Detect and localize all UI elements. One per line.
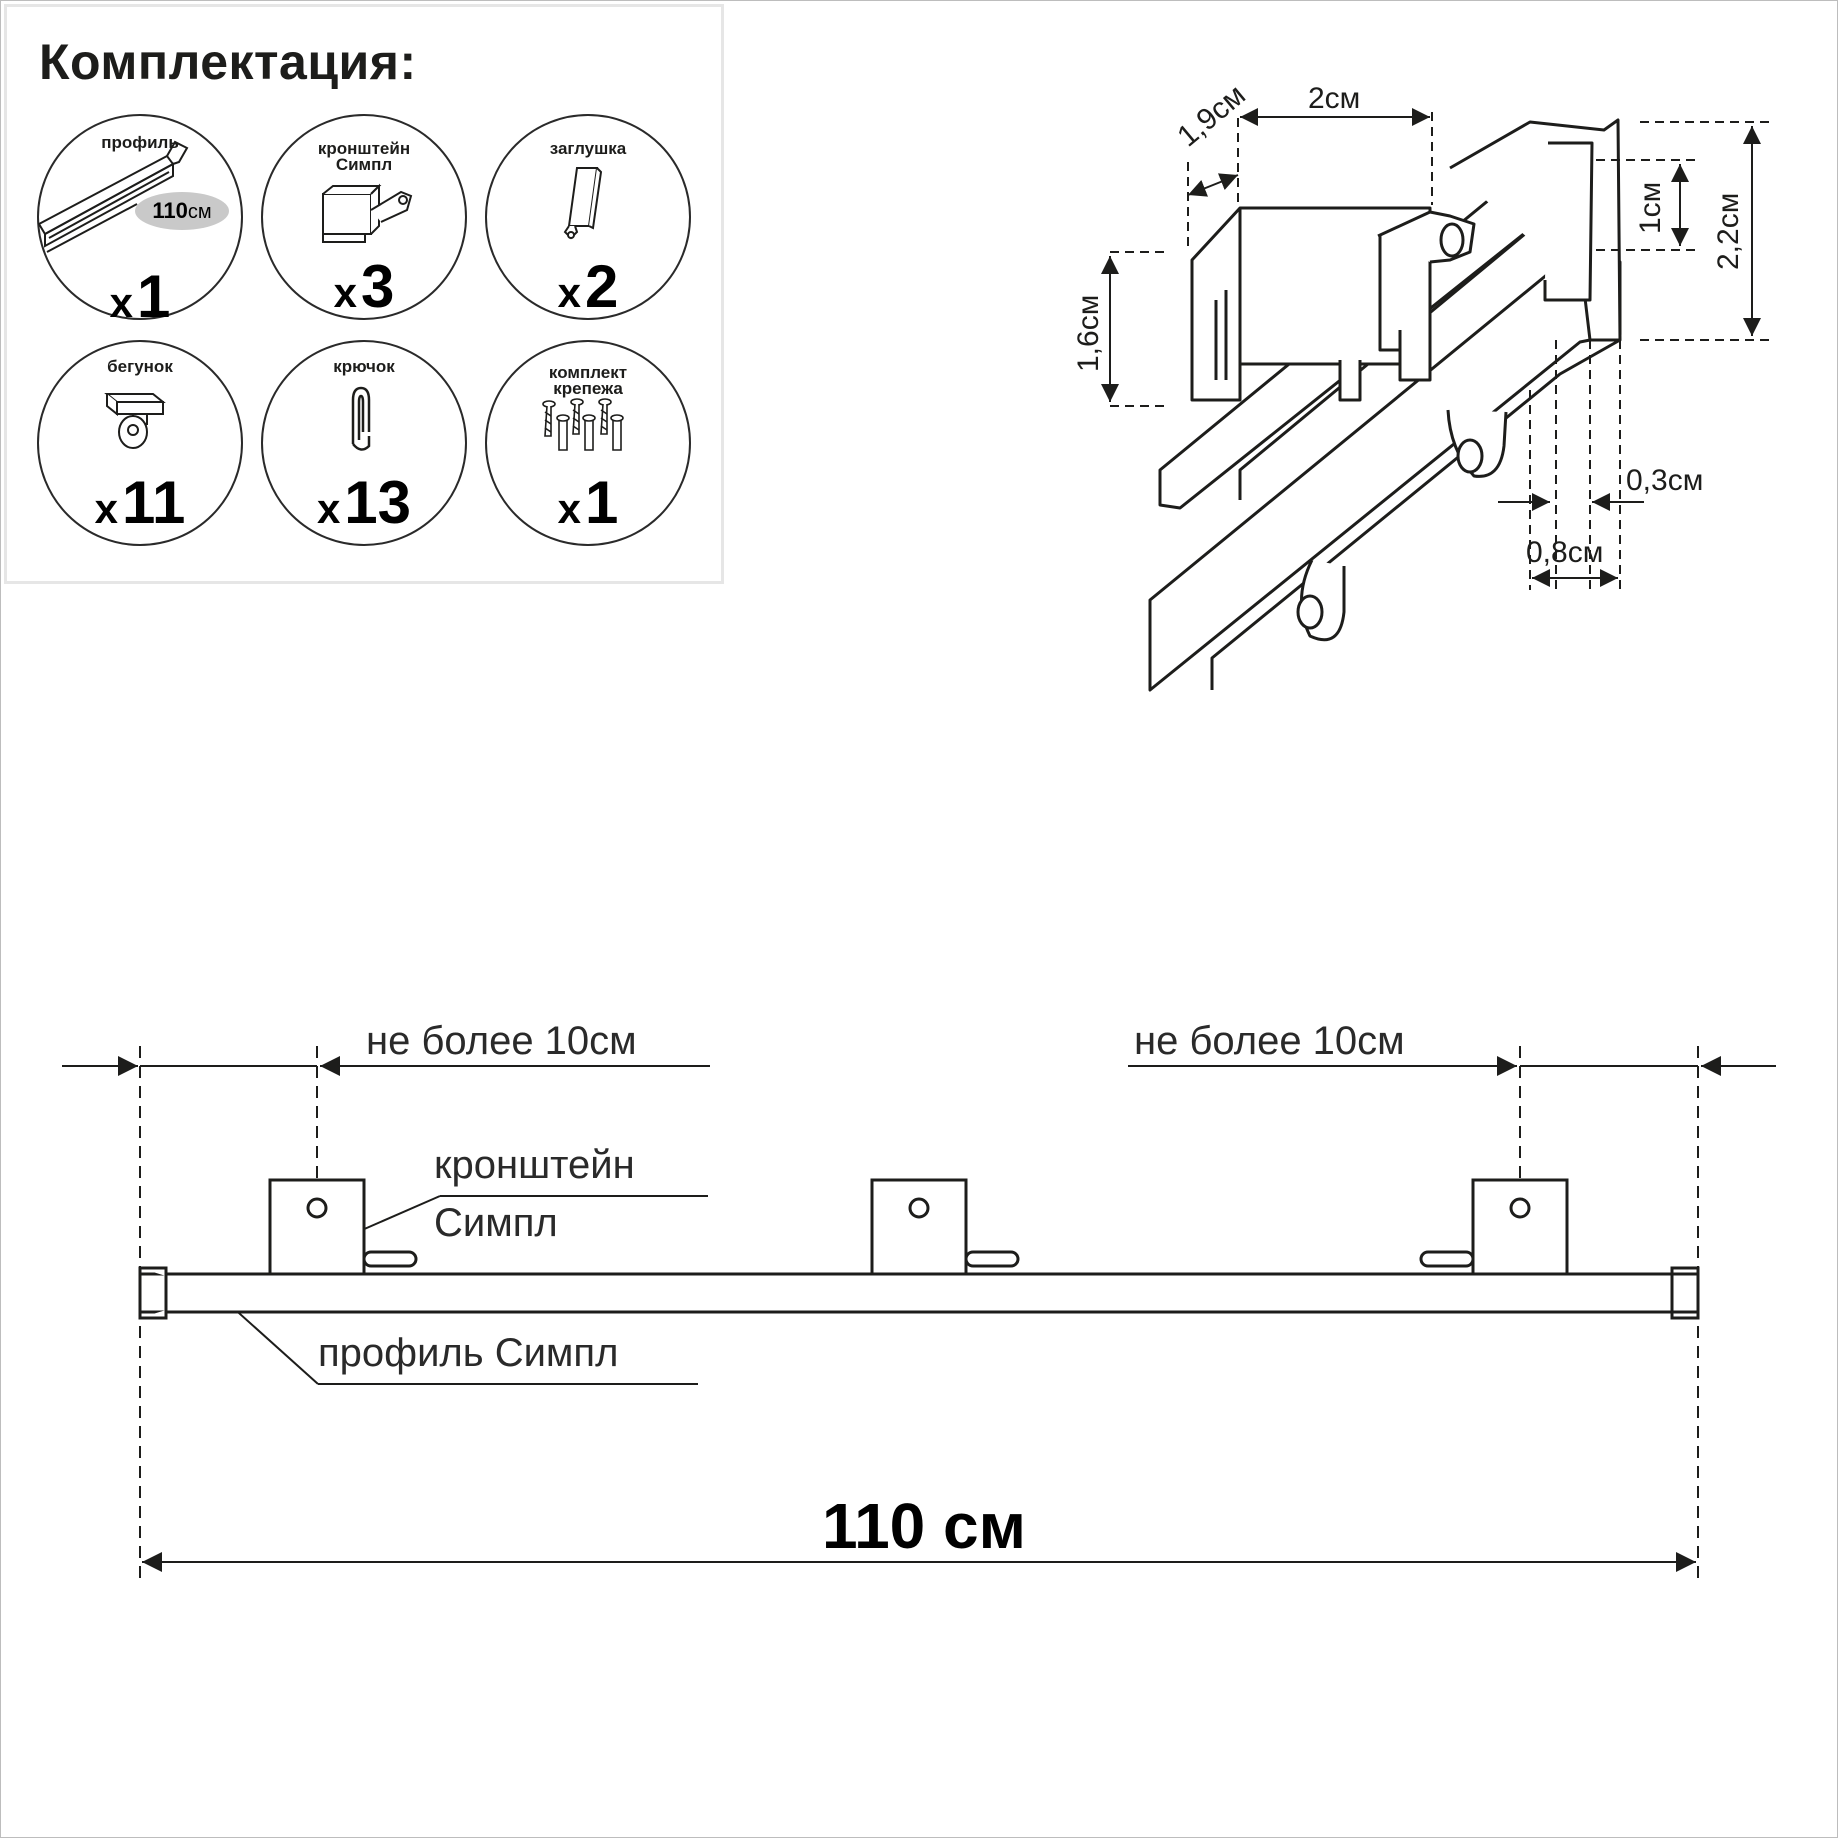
kit-label-fasteners: комплект: [548, 363, 628, 382]
kit-qty-fasteners: x1: [485, 468, 691, 537]
kit-label-bracket: кронштейн: [317, 139, 411, 158]
bracket-label-line2: Симпл: [434, 1201, 558, 1245]
profile-rail: [138, 1272, 1700, 1314]
kit-qty-runner: x11: [37, 468, 243, 537]
kit-label-fasteners-2: крепежа: [553, 379, 623, 398]
kit-item-fasteners: комплект крепежа x1: [485, 340, 691, 546]
qty-x: x: [557, 269, 581, 316]
qty-x: x: [333, 269, 357, 316]
bracket-right: [1419, 1178, 1569, 1276]
profile-3d: [1148, 118, 1622, 692]
dim-0-3cm: 0,3см: [1626, 464, 1703, 497]
length-badge-value: 110: [152, 198, 188, 223]
end-cap-icon: [563, 167, 603, 240]
fasteners-icon: [542, 398, 624, 451]
runner-icon: [104, 393, 166, 449]
end-cap-right-outline: [1670, 1266, 1700, 1320]
profile-rail-icon: [37, 140, 189, 253]
kit-label-end-cap: заглушка: [549, 139, 627, 158]
dim-2-2cm: 2,2см: [1712, 193, 1745, 270]
qty-number: 2: [584, 253, 619, 320]
bracket-middle: [870, 1178, 1020, 1276]
kit-label-bracket-2: Симпл: [335, 155, 393, 174]
length-badge: 110см: [135, 192, 229, 230]
length-badge-unit: см: [187, 201, 212, 223]
dim-1-9cm: 1,9см: [1171, 78, 1251, 153]
kit-label-hook: крючок: [333, 357, 395, 376]
profile-label: профиль Симпл: [318, 1331, 618, 1375]
qty-number: 11: [121, 469, 186, 536]
kit-item-bracket: кронштейн Симпл x3: [261, 114, 467, 320]
qty-number: 1: [136, 263, 171, 330]
bracket-left: [268, 1178, 418, 1276]
kit-label-profile: профиль: [101, 133, 179, 152]
dim-1cm: 1см: [1634, 182, 1667, 234]
kit-item-hook: крючок x13: [261, 340, 467, 546]
layout-drawing: [138, 1178, 1700, 1320]
dim-0-8cm: 0,8см: [1526, 536, 1603, 569]
qty-x: x: [557, 485, 581, 532]
end-cap-left-outline: [138, 1266, 168, 1320]
qty-x: x: [109, 279, 133, 326]
bracket-icon: [322, 183, 413, 243]
dim-2cm: 2см: [1308, 82, 1360, 115]
kit-panel: Комплектация: 110см профиль x1: [4, 4, 724, 584]
kit-label-runner: бегунок: [107, 357, 173, 376]
qty-x: x: [316, 485, 341, 532]
kit-qty-hook: x13: [261, 468, 467, 537]
kit-qty-end-cap: x2: [485, 252, 691, 321]
kit-item-profile: 110см профиль x1: [37, 114, 243, 330]
total-length-label: 110 см: [822, 1490, 1026, 1562]
layout-labels: не более 10см не более 10см кронштейн Си…: [318, 1019, 1405, 1562]
hook-icon: [351, 386, 371, 451]
left-gap-label: не более 10см: [366, 1019, 637, 1063]
qty-number: 1: [584, 469, 619, 536]
total-label-bg: [728, 1496, 1040, 1560]
kit-qty-bracket: x3: [261, 252, 467, 321]
right-gap-label: не более 10см: [1134, 1019, 1405, 1063]
bracket-label-line1: кронштейн: [434, 1143, 635, 1187]
kit-qty-profile: x1: [37, 262, 243, 331]
kit-circle: [261, 340, 467, 546]
qty-x: x: [94, 485, 118, 532]
profile-dimension-lines: [1101, 108, 1770, 590]
kit-item-end-cap: заглушка x2: [485, 114, 691, 320]
qty-number: 13: [344, 469, 412, 536]
kit-title: Комплектация:: [39, 34, 417, 90]
qty-number: 3: [360, 253, 395, 320]
dim-1-6cm: 1,6см: [1072, 295, 1105, 372]
kit-item-runner: бегунок x11: [37, 340, 243, 546]
